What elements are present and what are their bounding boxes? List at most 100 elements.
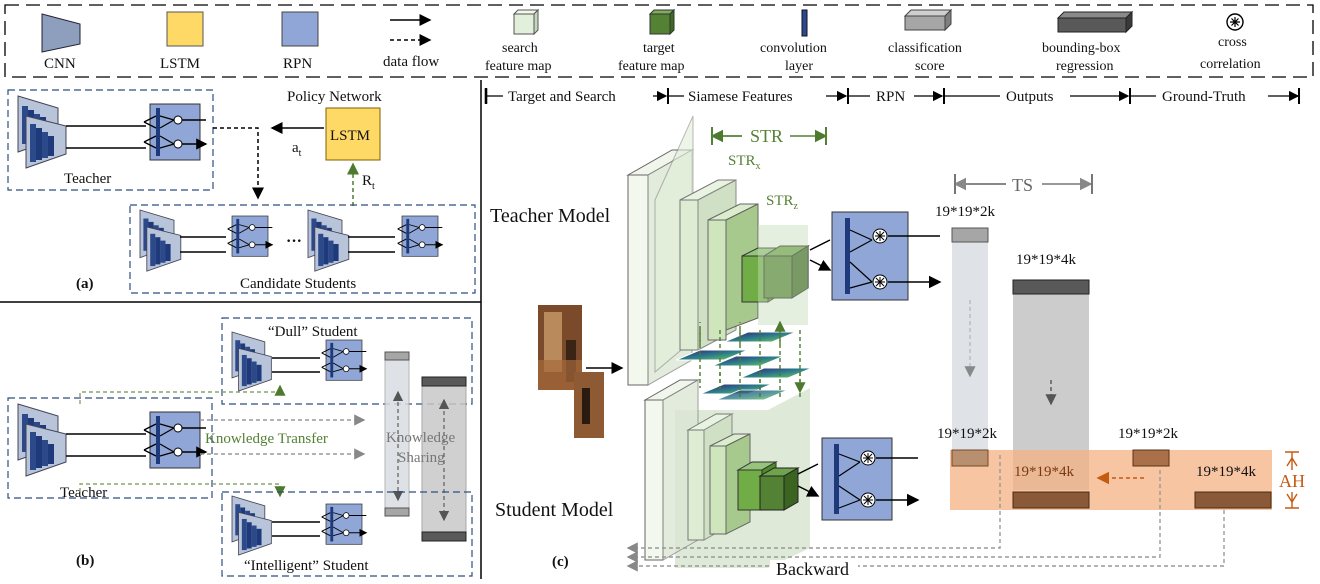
teacher-feature-stack	[626, 115, 810, 386]
candidate-students-label: Candidate Students	[240, 276, 356, 292]
panel-b: “Dull” Student Teacher Knowledge Transfe…	[7, 317, 473, 577]
ah-label: AH	[1279, 471, 1305, 491]
classification-score-legend-icon	[903, 8, 953, 32]
backward-path-2	[626, 470, 1161, 563]
stage-rpn: RPN	[876, 89, 905, 105]
student-rpn-c	[821, 437, 918, 521]
dull-student-box	[221, 317, 473, 405]
backward-path-1	[626, 455, 1001, 554]
stage-header: Target and Search Siamese Features RPN O…	[484, 88, 1300, 105]
lstm-label: LSTM	[330, 128, 370, 144]
str-x-label: STRx	[728, 153, 761, 172]
dull-rpn	[322, 340, 367, 380]
dull-cnn	[231, 331, 272, 392]
teacher-cnn-b	[17, 403, 67, 477]
teacher-bbox-dim: 19*19*4k	[1016, 252, 1077, 268]
policy-network-label: Policy Network	[287, 89, 382, 105]
legend-lstm: LSTM	[160, 56, 200, 72]
legend-rpn: RPN	[283, 56, 312, 72]
student2-rpn	[398, 216, 443, 256]
teacher-label-a: Teacher	[64, 171, 111, 187]
target-feature-map-legend-icon	[648, 8, 676, 36]
teacher-to-students-flow	[213, 127, 264, 200]
intelligent-student-box	[221, 491, 473, 577]
search-feature-map-legend-icon	[512, 8, 540, 36]
teacher-box-a	[7, 89, 214, 191]
legend-bbox-1: bounding-box	[1042, 41, 1121, 56]
ts-label: TS	[1012, 175, 1033, 195]
knowledge-sharing-label-2: Sharing	[398, 450, 445, 466]
cross-correlation-legend-icon	[1226, 13, 1244, 31]
r-t-label: Rt	[362, 173, 375, 192]
legend-conv-2: layer	[785, 59, 813, 74]
lstm-block	[325, 107, 381, 161]
stage-siamese-features: Siamese Features	[688, 89, 793, 105]
student1-cnn	[139, 209, 182, 272]
intelligent-student-label: “Intelligent” Student	[244, 558, 369, 574]
legend-data-flow: data flow	[383, 54, 439, 70]
rpn-legend-icon	[281, 11, 319, 47]
teacher-bbox-regression	[1012, 279, 1090, 295]
legend: CNN LSTM RPN data flow search feature ma…	[4, 4, 1314, 78]
legend-cls-2: score	[915, 59, 945, 74]
student-cls-dim: 19*19*2k	[937, 426, 998, 442]
stage-ground-truth: Ground-Truth	[1162, 89, 1246, 105]
teacher-model-label: Teacher Model	[490, 205, 611, 227]
student2-cnn	[307, 209, 350, 272]
legend-xcorr-1: cross	[1218, 35, 1247, 50]
stage-outputs: Outputs	[1006, 89, 1054, 105]
backward-label: Backward	[776, 559, 849, 579]
student-bbox-dim: 19*19*4k	[1014, 464, 1075, 480]
stage-target-search: Target and Search	[508, 89, 616, 105]
teacher-rpn-b	[144, 412, 206, 468]
legend-conv-1: convolution	[760, 41, 827, 56]
teacher-cls-column	[952, 232, 988, 462]
legend-bbox-2: regression	[1056, 59, 1114, 74]
legend-target-2: feature map	[618, 59, 684, 74]
backward-path-3	[626, 510, 1225, 572]
gt-cls-dim: 19*19*2k	[1118, 426, 1179, 442]
gt-cls-score	[1132, 449, 1170, 467]
legend-search-1: search	[502, 41, 538, 56]
heatmap-group	[675, 322, 813, 400]
cnn-legend-icon	[41, 13, 81, 53]
student-model-label: Student Model	[495, 499, 614, 521]
panel-b-tag: (b)	[76, 553, 94, 569]
teacher-cnn-a	[17, 95, 67, 169]
teacher-label-b: Teacher	[60, 485, 107, 501]
shared-cls-column	[384, 355, 410, 515]
teacher-rpn-c	[831, 211, 940, 301]
student1-rpn	[228, 216, 273, 256]
legend-cnn: CNN	[44, 56, 76, 72]
bbox-regression-legend-icon	[1056, 10, 1134, 34]
teacher-cls-dim: 19*19*2k	[935, 204, 996, 220]
teacher-cls-score	[951, 227, 989, 243]
transfer-to-dull	[79, 384, 286, 404]
panel-a-tag: (a)	[76, 276, 94, 292]
legend-target-1: target	[643, 41, 675, 56]
a-t-label: at	[292, 140, 302, 159]
legend-border	[4, 4, 1314, 78]
student-bbox-regression	[1012, 491, 1090, 509]
candidate-students-box	[129, 204, 476, 294]
student-feature-stack	[643, 379, 800, 561]
transfer-to-intelligent	[79, 483, 286, 498]
target-image	[574, 372, 604, 438]
legend-cls-1: classification	[888, 41, 962, 56]
gt-bbox-regression	[1194, 491, 1272, 509]
panel-c: Target and Search Siamese Features RPN O…	[484, 88, 1308, 579]
gt-bbox-dim: 19*19*4k	[1196, 464, 1257, 480]
conv-layer-legend-icon	[801, 9, 808, 37]
panel-c-tag: (c)	[552, 554, 569, 570]
legend-xcorr-2: correlation	[1200, 57, 1261, 72]
legend-search-2: feature map	[485, 59, 551, 74]
dull-student-label: “Dull” Student	[268, 324, 358, 340]
ellipsis: ···	[286, 233, 302, 250]
str-label: STR	[750, 126, 783, 146]
lstm-legend-icon	[166, 11, 204, 47]
panel-a: Teacher Policy Network LSTM at Rt ··· Ca…	[7, 89, 476, 294]
str-z-label: STRz	[766, 193, 799, 212]
intelligent-rpn	[322, 504, 367, 544]
